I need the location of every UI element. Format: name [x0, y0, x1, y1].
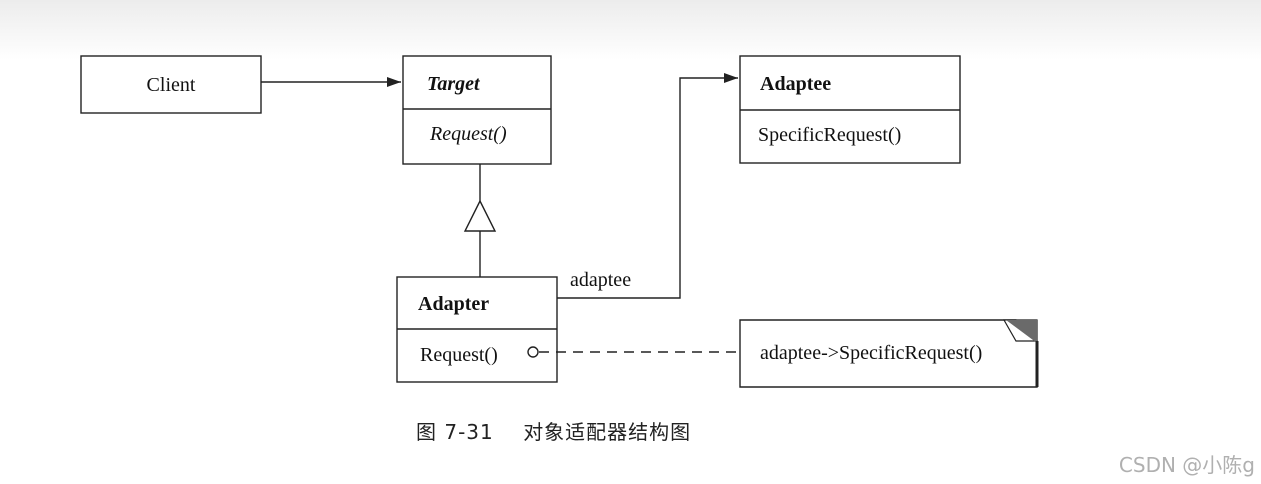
client-label: Client: [147, 74, 196, 96]
note-text: adaptee->SpecificRequest(): [760, 342, 982, 364]
target-class: Target Request(): [402, 55, 552, 165]
figure-title: 对象适配器结构图: [523, 420, 692, 444]
adaptee-class: Adaptee SpecificRequest(): [739, 55, 961, 164]
generalization-arrow: [463, 164, 497, 277]
target-operation: Request(): [429, 123, 507, 145]
adapter-operation: Request(): [420, 344, 498, 366]
figure-number: 图 7-31: [416, 420, 494, 444]
association-label: adaptee: [570, 269, 631, 291]
figure-caption: 图 7-31 对象适配器结构图: [416, 416, 691, 445]
note-anchor-circle: [527, 346, 539, 358]
csdn-watermark: CSDN @小陈g: [1118, 453, 1255, 477]
adapter-name: Adapter: [418, 293, 489, 315]
adaptee-name: Adaptee: [760, 73, 831, 95]
target-name: Target: [427, 73, 481, 95]
adapter-class: Adapter Request(): [396, 276, 558, 383]
top-gradient: [0, 0, 1261, 60]
adapter-adaptee-association: [557, 73, 738, 299]
client-class: Client: [80, 55, 262, 114]
adaptee-operation: SpecificRequest(): [758, 124, 901, 146]
note: adaptee->SpecificRequest(): [739, 319, 1039, 388]
